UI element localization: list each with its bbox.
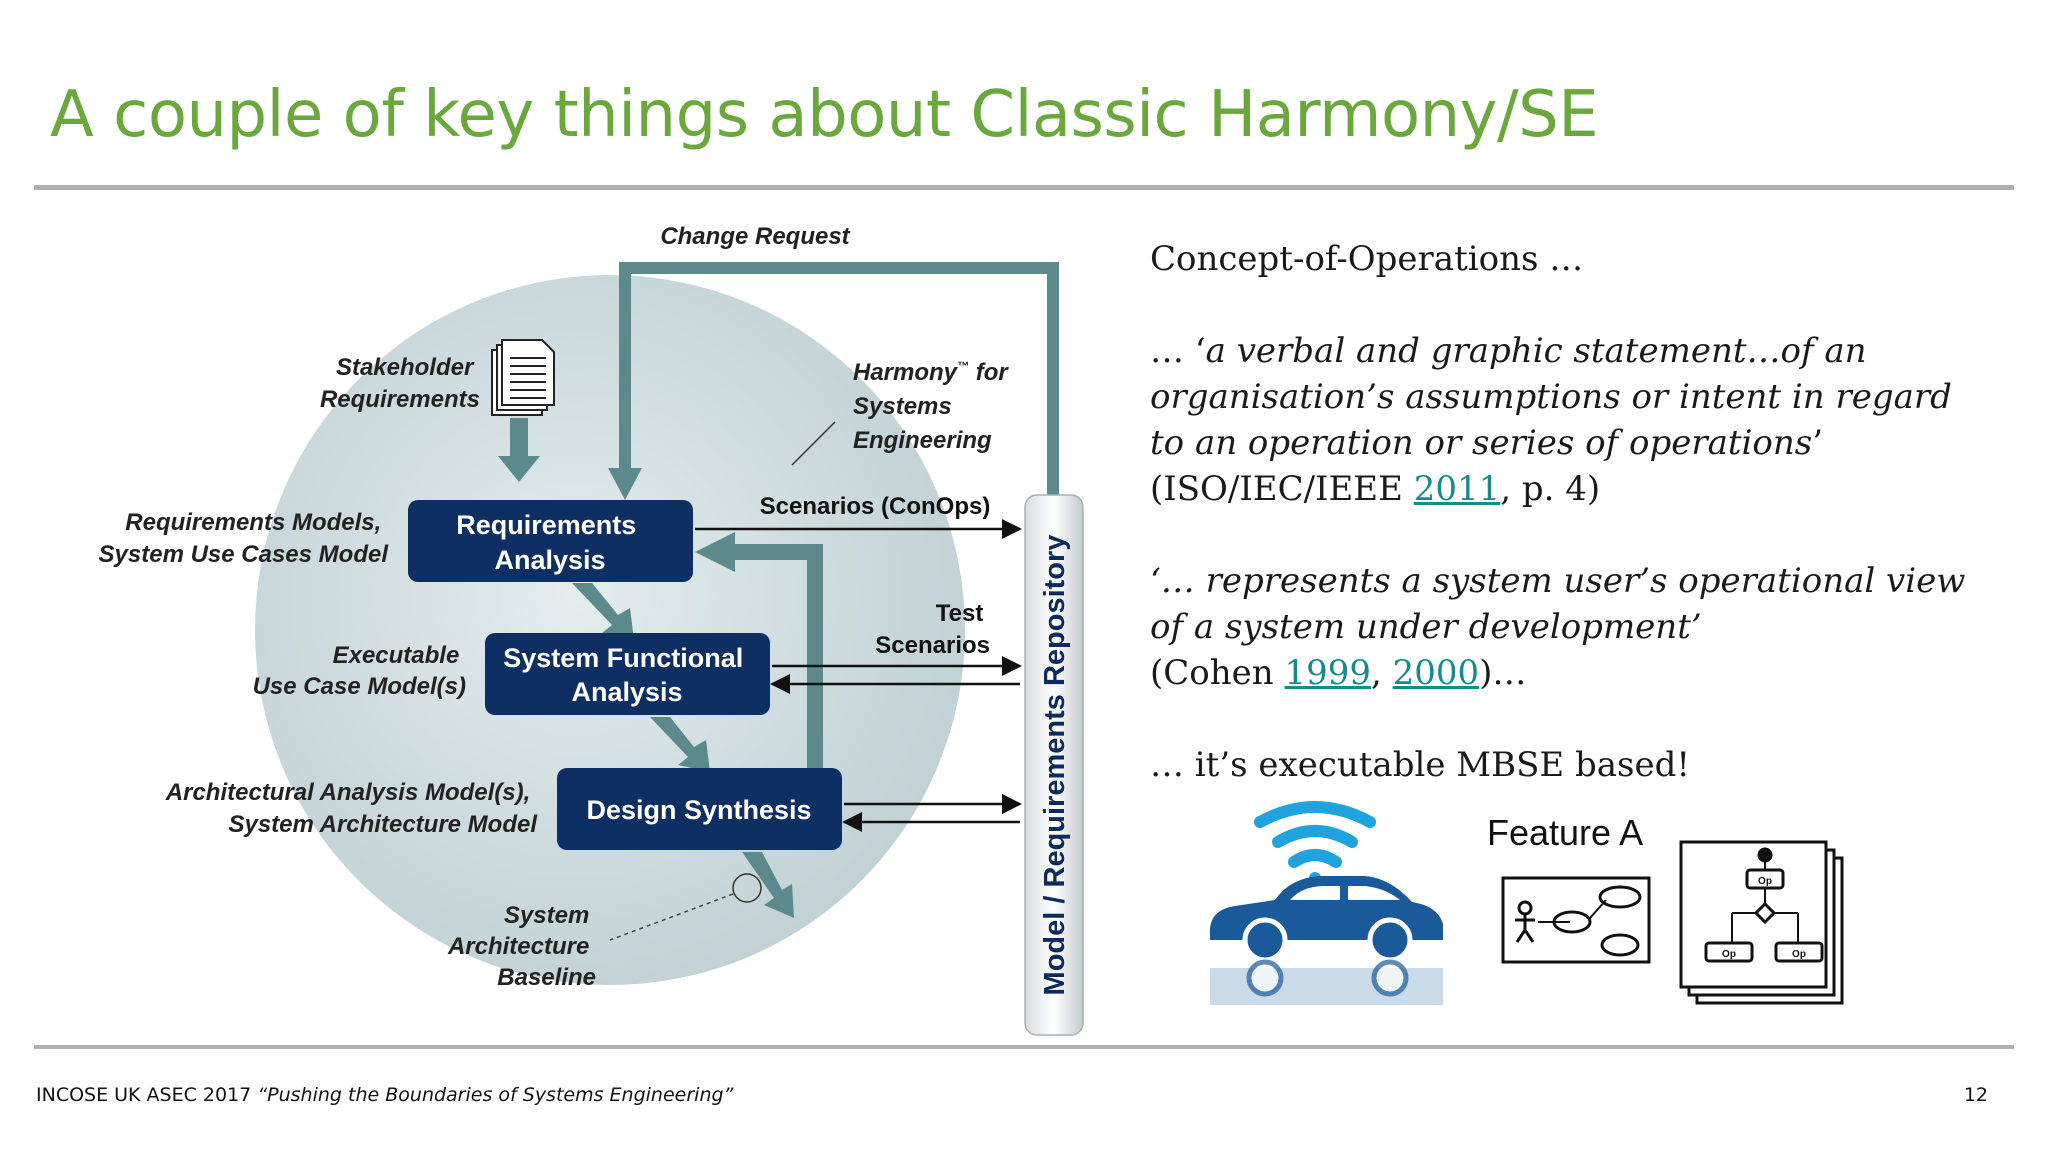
- svg-text:Op: Op: [1722, 949, 1736, 960]
- req-to-sfa-arrow: [572, 583, 634, 640]
- executable-models-label: Executable Use Case Model(s): [253, 642, 466, 700]
- link-1999[interactable]: 1999: [1284, 653, 1372, 693]
- harmony-pointer: [791, 421, 836, 466]
- harmony-label: Harmony™ for Systems Engineering: [853, 359, 1014, 454]
- doc-to-req-arrowhead: [498, 456, 540, 482]
- change-request-loop: [619, 262, 1059, 495]
- slide-title: A couple of key things about Classic Har…: [50, 78, 1599, 152]
- feedback-arrowhead: [695, 532, 735, 572]
- design-synthesis-label: Design Synthesis: [586, 795, 811, 825]
- change-request-arrowhead: [608, 468, 642, 500]
- stakeholder-requirements-label: Stakeholder Requirements: [320, 354, 480, 413]
- baseline-marker: [732, 873, 762, 903]
- system-architecture-baseline-label: System Architecture Baseline: [447, 902, 596, 991]
- link-2011[interactable]: 2011: [1413, 469, 1501, 509]
- requirements-analysis-label: Requirements Analysis: [456, 510, 644, 575]
- footer-text: INCOSE UK ASEC 2017 “Pushing the Boundar…: [36, 1084, 734, 1106]
- architectural-models-label: Architectural Analysis Model(s), System …: [165, 779, 539, 838]
- car-icon: [1209, 876, 1443, 1005]
- repository-column: [1024, 494, 1084, 1036]
- cohen-definition: ‘… represents a system user’s operationa…: [1150, 561, 1966, 693]
- svg-text:Op: Op: [1758, 876, 1772, 887]
- scenarios-conops-label: Scenarios (ConOps): [760, 493, 991, 520]
- mbse-statement: … it’s executable MBSE based!: [1150, 745, 1691, 785]
- iso-definition: … ‘a verbal and graphic statement…of an …: [1150, 331, 1952, 509]
- requirements-analysis-box: [408, 500, 693, 582]
- requirements-models-label: Requirements Models, System Use Cases Mo…: [99, 509, 390, 568]
- conops-heading: Concept-of-Operations …: [1150, 239, 1584, 279]
- system-functional-analysis-label: System Functional Analysis: [503, 643, 751, 707]
- system-functional-analysis-box: [485, 633, 770, 715]
- test-scenarios-label: Test Scenarios: [875, 600, 990, 659]
- document-stack-icon: [491, 339, 555, 416]
- title-divider: [34, 185, 2014, 190]
- change-request-label: Change Request: [660, 223, 850, 250]
- feature-a-label: Feature A: [1487, 812, 1644, 853]
- footer-tagline: “Pushing the Boundaries of Systems Engin…: [257, 1084, 734, 1106]
- baseline-arrow: [742, 852, 794, 918]
- wifi-icon: [1254, 801, 1376, 884]
- doc-to-req-arrow-shaft: [510, 418, 528, 458]
- iso-quote: a verbal and graphic statement…of an org…: [1150, 331, 1952, 463]
- footer-divider: [34, 1045, 2014, 1049]
- conops-text: Concept-of-Operations … … ‘a verbal and …: [1150, 236, 1970, 834]
- baseline-pointer: [609, 893, 734, 941]
- concept-illustration: Op Op Op: [1209, 801, 1844, 1005]
- use-case-diagram-icon: [1501, 876, 1651, 964]
- sfa-to-design-arrow: [650, 717, 710, 772]
- link-2000[interactable]: 2000: [1392, 653, 1480, 693]
- feedback-loop: [730, 544, 823, 775]
- repository-label: Model / Requirements Repository: [1039, 535, 1071, 996]
- harmony-se-diagram: Change Request Stakeholder Requirements …: [99, 223, 1084, 1036]
- svg-text:Op: Op: [1792, 949, 1806, 960]
- page-number: 12: [1963, 1084, 1988, 1106]
- activity-diagram-stack-icon: Op Op Op: [1679, 840, 1844, 1005]
- cohen-quote: ‘… represents a system user’s operationa…: [1150, 561, 1966, 647]
- design-synthesis-box: [557, 768, 842, 850]
